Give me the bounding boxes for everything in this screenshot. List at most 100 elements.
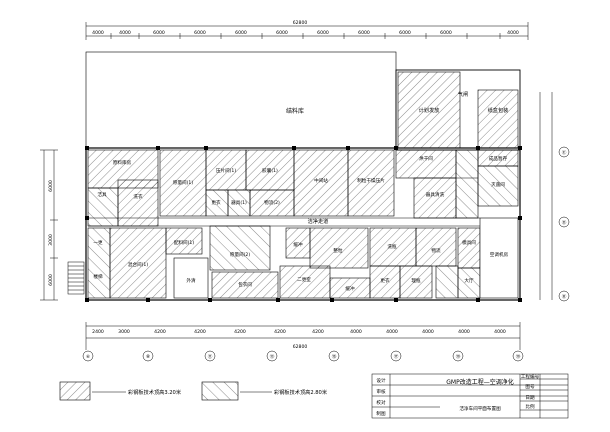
- dim-label: 4200: [194, 329, 206, 335]
- grid-labels: ⑥ ⑧ ⑪ ⑬ ⑮ ⑰ ⑲ ⑲: [86, 353, 521, 360]
- dim-label: 6000: [399, 30, 411, 36]
- legend-swatch-2: [201, 381, 239, 401]
- room-label: 更衣: [380, 277, 390, 284]
- dim-label: 4000: [507, 30, 519, 36]
- axis-label: Ⓑ: [562, 293, 567, 300]
- room-label: 模具间: [462, 239, 476, 246]
- dim-label: 4000: [422, 329, 434, 335]
- room-label: 胶囊(1): [262, 167, 278, 174]
- top-dims: 4000 4000 6000 6000 6000 6000 6000 6000 …: [92, 30, 519, 36]
- room-label: 洁净走道: [308, 217, 329, 225]
- dim-label: 6000: [194, 30, 206, 36]
- room-plan-release: [397, 71, 461, 149]
- title-block-text: 设计 审核 校对 制图 GMP改造工程—空调净化 洁净车间平面布置图 工程编号 …: [376, 373, 539, 417]
- project-title: GMP改造工程—空调净化: [446, 378, 513, 386]
- label-warehouse: 结料库: [286, 107, 304, 115]
- room-label: 更衣: [211, 199, 221, 206]
- clean-rooms: [87, 149, 519, 299]
- legend-label-1: 彩钢板技术顶高3.20米: [128, 388, 182, 396]
- room-label: 称量间(2): [230, 251, 250, 258]
- tb-label: 制图: [376, 410, 386, 417]
- room-label: 整粒: [333, 247, 343, 254]
- axis-label: ⑲: [516, 353, 521, 360]
- dim-label: 4000: [386, 329, 398, 335]
- dim-label: 6000: [235, 30, 247, 36]
- tb-right-label: 图号: [525, 384, 535, 390]
- room-label: 物流(2): [264, 199, 280, 206]
- room-label: 理瓶: [411, 277, 421, 284]
- dim-label: 4200: [234, 329, 246, 335]
- room-label: 成品暂存: [489, 155, 508, 162]
- axis-label: ⑬: [270, 353, 275, 360]
- dim-label: 6000: [440, 30, 452, 36]
- dim-label: 6000: [48, 180, 54, 192]
- room-label: 混合间(1): [128, 261, 148, 268]
- tb-right-label: 日期: [525, 395, 535, 401]
- grid-bubbles: [82, 350, 524, 362]
- room-label: 烘干间: [419, 155, 433, 162]
- dim-label: 6000: [276, 30, 288, 36]
- label-carton-pack: 纸盒包装: [488, 106, 509, 114]
- dim-label: 3000: [118, 329, 130, 335]
- axis-label: ⑮: [332, 353, 337, 360]
- room-label: 洗衣: [133, 193, 143, 200]
- dim-label: 6000: [153, 30, 165, 36]
- legend: 彩钢板技术顶高3.20米 彩钢板技术顶高2.80米: [59, 381, 328, 401]
- room-label: 制粒干燥压片: [357, 177, 385, 184]
- dim-label: 4200: [154, 329, 166, 335]
- room-label: 空调机房: [490, 251, 509, 258]
- room-label: 大厅: [464, 277, 474, 284]
- label-plan-release: 计划发放: [419, 106, 441, 114]
- title-block: [371, 373, 569, 419]
- dim-label: 4200: [312, 329, 324, 335]
- room-label: 器具清洗: [426, 191, 445, 198]
- room-label: 一更: [93, 240, 103, 246]
- dim-label: 4000: [119, 30, 131, 36]
- bottom-dims: 2400 3000 4200 4200 4200 4200 4200 4000 …: [92, 329, 506, 335]
- dim-label: 6000: [317, 30, 329, 36]
- column-markers: [85, 146, 522, 302]
- room-label: 洁具: [97, 191, 107, 198]
- tb-label: 审核: [376, 388, 386, 395]
- tb-label: 校对: [376, 399, 386, 406]
- label-airlock: 气闸: [458, 90, 468, 98]
- dim-label: 6000: [48, 274, 54, 286]
- right-axis: [539, 92, 570, 302]
- dim-label: 4000: [494, 329, 506, 335]
- room-label: 称量间(1): [173, 179, 193, 186]
- tb-label: 设计: [376, 377, 386, 384]
- bottom-dimension-chain: [85, 322, 521, 350]
- axis-label: Ⓔ: [562, 149, 567, 156]
- top-dimension-chain: [85, 22, 529, 40]
- axis-label: ⑲: [456, 353, 461, 360]
- stair-steps: [67, 261, 85, 295]
- room-label: 灭菌间: [491, 181, 505, 188]
- room-label: 缓冲: [293, 241, 303, 248]
- room-label: 二更室: [297, 276, 311, 283]
- dim-label: 3000: [48, 234, 54, 246]
- room-label: 原料库房: [113, 159, 132, 166]
- room-label: 器具(1): [231, 200, 247, 206]
- legend-swatch-1: [59, 381, 91, 401]
- room-carton-pack: [477, 89, 519, 149]
- axis-label: ⑥: [86, 354, 90, 360]
- room-label: 配料间(1): [174, 239, 194, 246]
- drawing-name: 洁净车间平面布置图: [459, 405, 501, 412]
- axis-label: ⑧: [146, 354, 150, 360]
- room-label: 楼梯: [93, 273, 103, 280]
- room-labels: 原料库房 洁具 洗衣 称量间(1) 压片间(1) 胶囊(1) 更衣 器具(1) …: [93, 155, 508, 292]
- room-label: 外清: [186, 277, 196, 284]
- room-label: 物流: [431, 247, 441, 254]
- dim-label: 4000: [350, 329, 362, 335]
- axis-label: Ⓓ: [562, 219, 567, 226]
- corridor-lines: [88, 177, 480, 227]
- axis-label: ⑰: [394, 353, 399, 360]
- overall-dim-bottom: 62800: [293, 344, 308, 350]
- legend-label-2: 彩钢板技术顶高2.80米: [274, 388, 328, 396]
- room-label: 洗瓶: [387, 243, 397, 250]
- overall-dim-top: 62800: [293, 20, 308, 26]
- dim-label: 4200: [274, 329, 286, 335]
- room-label: 包衣间: [238, 281, 252, 288]
- tb-right-label: 工程编号: [521, 373, 540, 380]
